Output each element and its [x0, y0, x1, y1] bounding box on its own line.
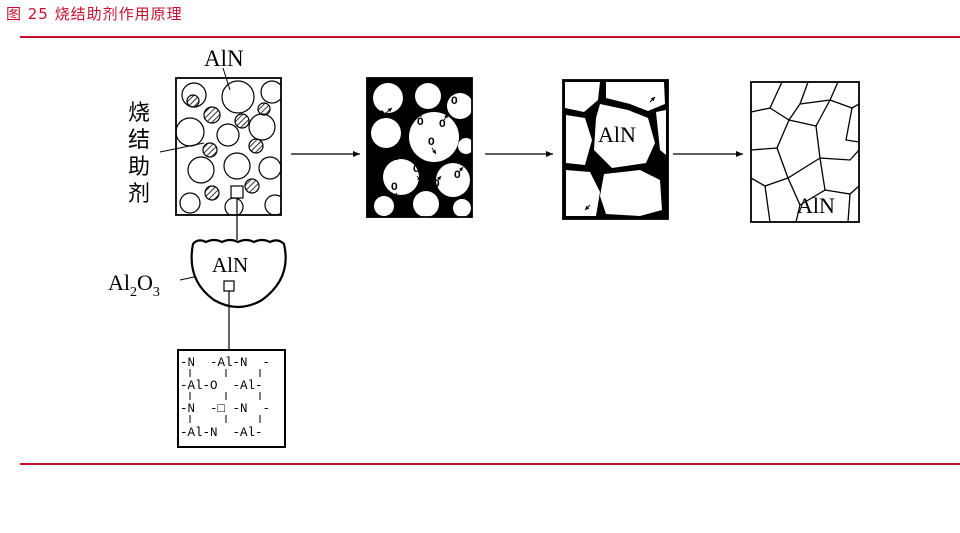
bowl-aln-label: AlN [212, 253, 248, 277]
oxygen-marker: O [451, 96, 458, 108]
top-divider [20, 36, 960, 38]
oxygen-marker: O [391, 182, 398, 194]
oxygen-marker: O [433, 179, 440, 191]
stage3-grain-growth-box [562, 79, 669, 220]
lattice-box: -N -Al-N - -Al-O -Al- -N -□ -N - -Al-N -… [177, 349, 286, 448]
stage3-aln-label: AlN [598, 122, 636, 147]
stage2-liquid-phase-box: O O O O O O O O O O O O [366, 77, 473, 218]
aln-top-leader [222, 67, 231, 91]
al2o3-sub1: 2 [130, 285, 137, 300]
sintering-aid-leader [159, 142, 205, 153]
bowl-leader [179, 276, 195, 281]
sintering-aid-char-1: 烧 [128, 101, 150, 126]
oxygen-marker: O [378, 110, 385, 122]
sintering-aid-label: 烧 结 助 剂 [128, 101, 150, 207]
oxygen-marker: O [402, 89, 409, 101]
oxygen-marker: O [417, 117, 424, 129]
oxygen-marker: O [454, 170, 461, 182]
stage1-aln-label: AlN [204, 46, 244, 71]
sintering-aid-char-4: 剂 [128, 182, 150, 207]
oxygen-marker: O [413, 164, 420, 176]
lattice-row-3: -N -□ -N - [180, 402, 270, 416]
sintering-aid-char-3: 助 [128, 155, 150, 180]
stage4-dense-box [750, 81, 860, 223]
oxygen-marker: O [439, 119, 446, 131]
lattice-row-1: -N -Al-N - [180, 356, 270, 370]
stage4-aln-label: AlN [797, 193, 835, 218]
sintering-aid-char-2: 结 [128, 128, 150, 153]
al2o3-el2: O [137, 270, 153, 295]
grain-bowl [190, 238, 287, 309]
stage1-powder-box [175, 77, 282, 216]
oxygen-marker: O [440, 200, 447, 212]
al2o3-label: Al2O3 [108, 270, 160, 300]
oxygen-marker: O [393, 152, 400, 164]
al2o3-el1: Al [108, 270, 130, 295]
al2o3-sub2: 3 [153, 285, 160, 300]
oxygen-marker: O [428, 137, 435, 149]
lattice-row-4: -Al-N -Al- [180, 426, 263, 440]
bottom-divider [20, 463, 960, 465]
figure-title: 图 25 烧结助剂作用原理 [6, 5, 183, 23]
lattice-row-2: -Al-O -Al- [180, 379, 263, 393]
